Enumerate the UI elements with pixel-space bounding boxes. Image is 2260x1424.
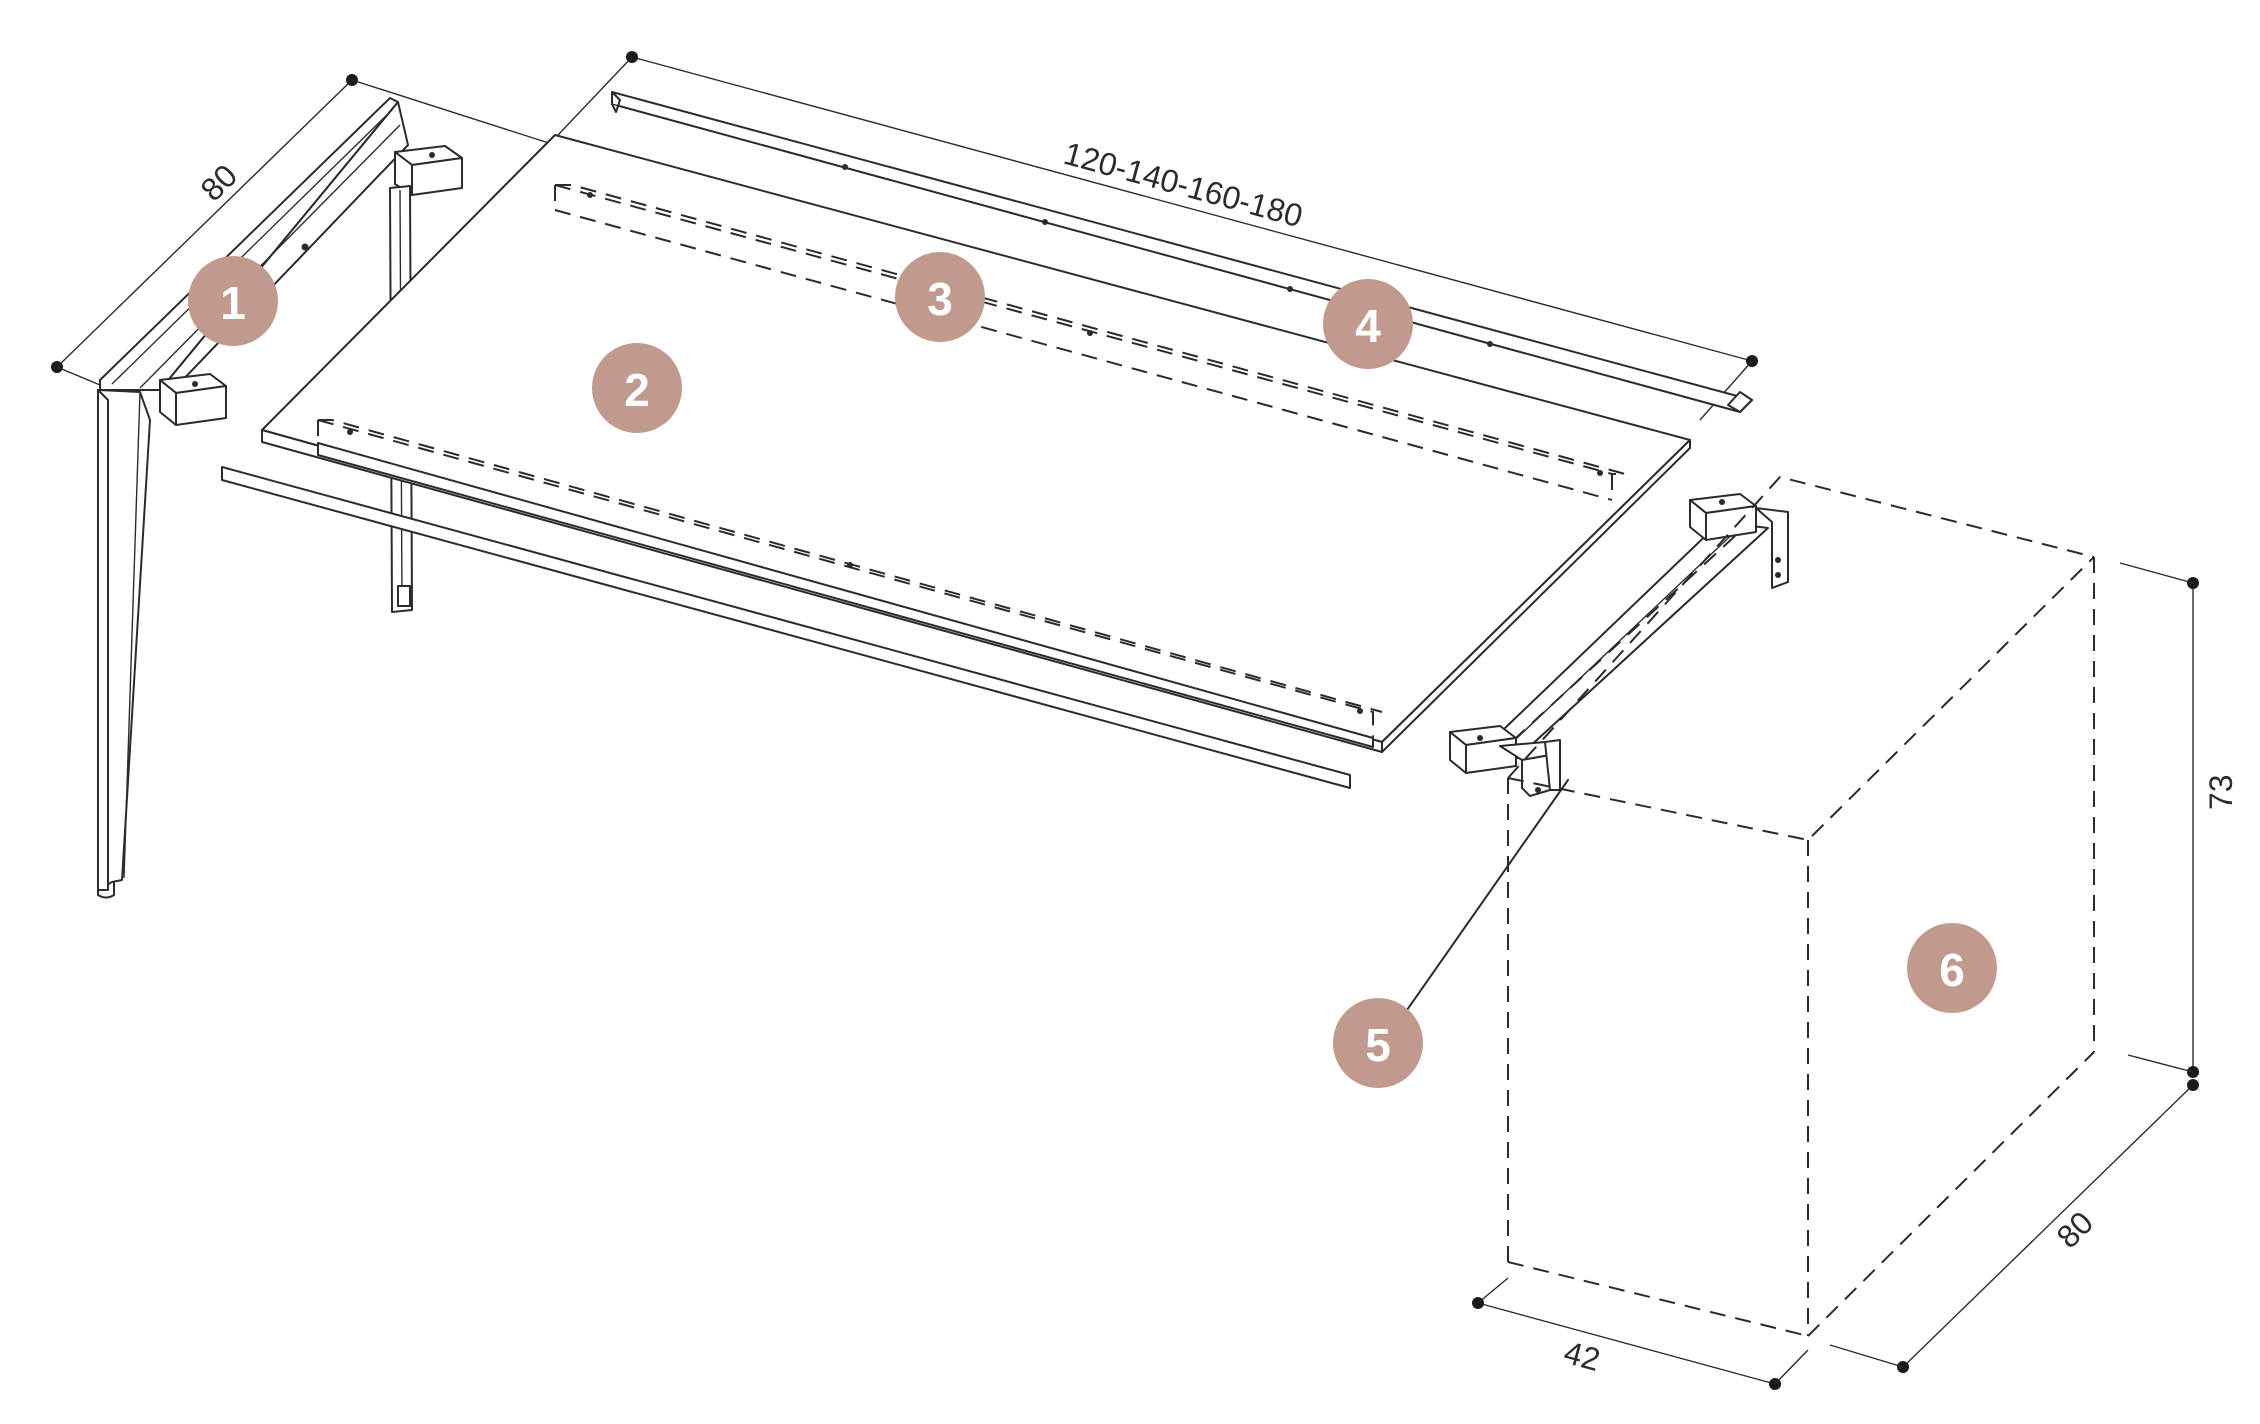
dimension-label-right-depth: 80 [2049,1204,2100,1255]
callout-badge-3: 3 [895,252,985,342]
dimension-height: 73 [2119,562,2239,1078]
svg-text:6: 6 [1939,944,1965,996]
callout-badge-4: 4 [1323,279,1413,369]
svg-text:5: 5 [1365,1019,1391,1071]
svg-text:4: 4 [1355,300,1381,352]
dimension-label-left-depth: 80 [193,157,244,208]
part-6-cabinet [1507,475,2095,1337]
dimension-right-depth: 80 [1829,1079,2199,1373]
dimension-label-height: 73 [2203,774,2239,810]
svg-text:2: 2 [624,364,650,416]
svg-text:1: 1 [220,277,246,329]
dimension-label-cabinet-width: 42 [1560,1334,1604,1378]
callout-badge-1: 1 [188,256,278,346]
callout-badge-2: 2 [592,343,682,433]
callout-badge-5: 5 [1333,998,1423,1088]
callout-badge-6: 6 [1907,923,1997,1013]
dimension-label-length: 120-140-160-180 [1060,135,1306,234]
part-1-leg-frame [97,97,463,899]
part-2-tabletop [221,134,1691,789]
svg-text:3: 3 [927,273,953,325]
part-5-connector-rail [1399,493,1789,1021]
